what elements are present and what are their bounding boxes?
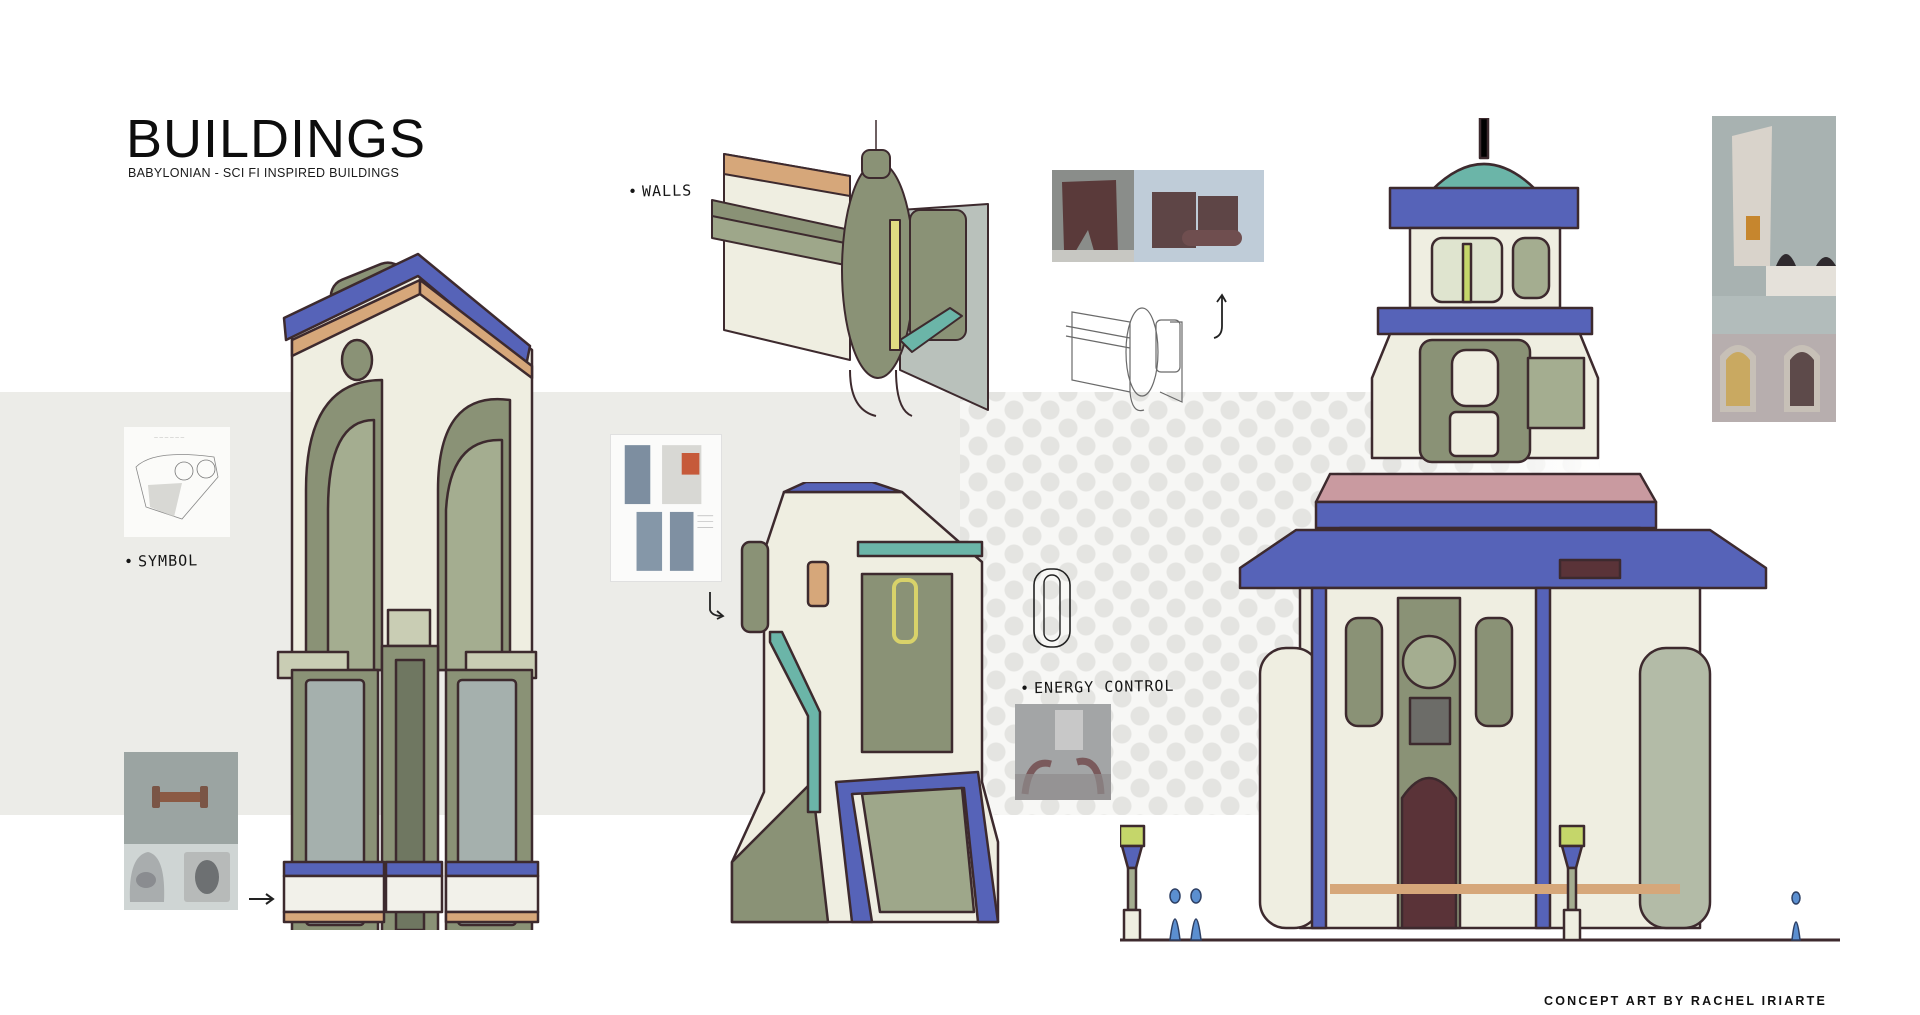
walls-lineart-sketch (1060, 292, 1190, 417)
artist-credit: CONCEPT ART BY RACHEL IRIARTE (1544, 994, 1828, 1008)
energy-kiosk-sketch (712, 482, 1012, 932)
domed-tower-building-sketch (1120, 118, 1850, 950)
symbol-label: SYMBOL (124, 551, 198, 570)
page-subtitle: BABYLONIAN - SCI FI INSPIRED BUILDINGS (128, 166, 400, 180)
arch-gate-building-sketch (270, 250, 540, 930)
walls-reference-images (1052, 170, 1264, 262)
svg-text:— — — — — —: — — — — — — (154, 435, 184, 440)
page-title: BUILDINGS (126, 109, 427, 169)
walls-label: WALLS (628, 181, 692, 200)
energy-control-reference-image (1015, 704, 1111, 800)
arrow-up-icon (1210, 292, 1230, 342)
kiosk-reference-sheet (610, 434, 722, 582)
arrow-down-icon (706, 590, 728, 620)
symbol-reference-image: — — — — — — (124, 427, 230, 537)
mosque-reference-images (1712, 116, 1836, 422)
seal-reference-images (124, 752, 238, 910)
capsule-sketch-icon (1030, 565, 1074, 651)
walls-unit-sketch (700, 120, 1010, 420)
arrow-right-icon (248, 892, 276, 906)
